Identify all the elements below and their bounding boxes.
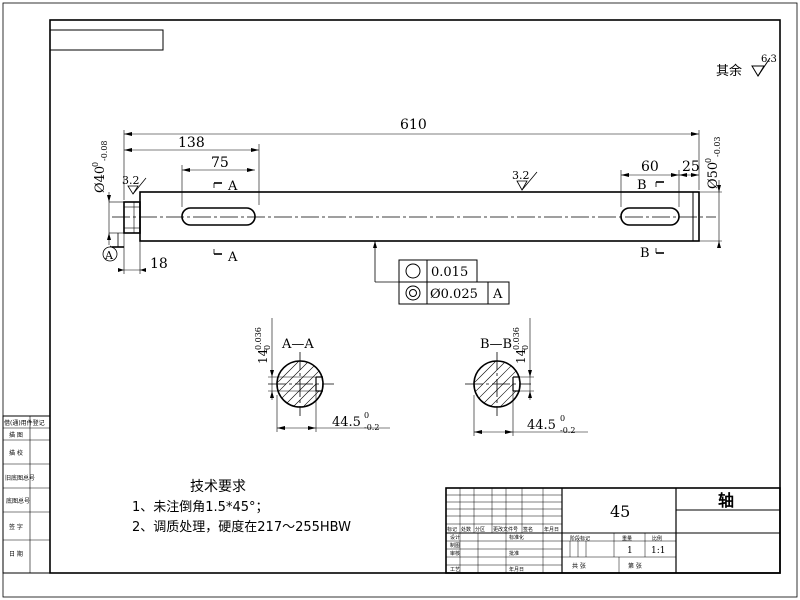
material-value: 45 [610, 502, 630, 521]
dim-keyway-left-length: 75 [211, 155, 229, 171]
dim-dia-right-tol: -0.03 [713, 136, 722, 157]
code-box [49, 29, 164, 51]
section-aa-depth: 44.5 [332, 415, 361, 430]
roughness-other-label: 其余 [716, 63, 742, 79]
section-a-bottom-label: A [227, 250, 238, 265]
svg-text:日 期: 日 期 [9, 550, 23, 558]
section-markers: A A B B [213, 178, 664, 265]
technical-requirements: 技术要求 1、未注倒角1.5*45°； 2、调质处理，硬度在217～255HBW [132, 479, 351, 535]
section-a-top-label: A [227, 179, 238, 194]
svg-text:审核: 审核 [450, 550, 460, 557]
svg-text:签名: 签名 [523, 526, 533, 533]
tech-req-item-1: 1、未注倒角1.5*45°； [132, 500, 269, 515]
svg-text:-0.2: -0.2 [364, 423, 379, 432]
datum-a: A [102, 233, 124, 262]
section-bb-depth: 44.5 [527, 418, 556, 433]
circularity-value: 0.015 [431, 265, 468, 280]
svg-text:0.036: 0.036 [254, 327, 263, 350]
svg-text:年月日: 年月日 [544, 526, 559, 533]
svg-text:0.036: 0.036 [512, 327, 521, 350]
coaxiality-datum: A [492, 287, 503, 302]
diameter-dimensions: Ø40 0 -0.08 Ø50 0 -0.03 [91, 136, 722, 248]
dim-dia-right: Ø50 [706, 162, 721, 189]
svg-text:设计: 设计 [450, 534, 460, 541]
section-aa-key-width: 14 [256, 348, 270, 364]
svg-text:处数: 处数 [461, 526, 471, 533]
svg-text:-0.2: -0.2 [560, 426, 575, 435]
svg-text:0: 0 [521, 345, 530, 350]
svg-text:年月日: 年月日 [509, 566, 524, 573]
roughness-left-value: 3.2 [122, 174, 140, 187]
section-bb-key-width: 14 [514, 348, 528, 364]
part-name: 轴 [718, 491, 734, 510]
section-aa-title: A—A [281, 337, 314, 352]
roughness-triangle-icon [751, 65, 765, 77]
svg-text:0: 0 [704, 158, 713, 163]
datum-circle-icon [102, 246, 118, 262]
svg-text:底图总号: 底图总号 [6, 497, 30, 505]
svg-text:标准化: 标准化 [509, 534, 524, 541]
dim-dia-left-tol: -0.08 [100, 140, 109, 161]
side-block: 借(通)用件登记 描 图 描 校 旧底图总号 底图总号 签 字 日 期 [2, 415, 51, 574]
svg-text:描 图: 描 图 [9, 431, 23, 439]
section-bb-title: B—B [480, 337, 512, 352]
tolerance-frame-coaxiality [398, 281, 510, 305]
roughness-mid-value: 3.2 [512, 169, 530, 182]
shaft-body [139, 191, 700, 242]
svg-text:批准: 批准 [509, 550, 519, 557]
roughness-marks: 3.2 3.2 [122, 169, 538, 195]
circularity-icon [405, 263, 421, 279]
shaft-left-end [123, 201, 141, 234]
svg-text:制图: 制图 [450, 542, 460, 549]
coaxiality-value: Ø0.025 [430, 287, 478, 302]
svg-text:0: 0 [560, 414, 565, 423]
dim-total-length: 610 [400, 117, 427, 133]
shaft-main-view [112, 191, 716, 242]
svg-text:更改文件号: 更改文件号 [493, 526, 518, 533]
section-b-top-label: B [637, 178, 647, 193]
coaxiality-icon [405, 285, 421, 301]
datum-label: A [104, 249, 114, 262]
roughness-left-icon [127, 185, 139, 195]
dim-shoulder-length: 138 [178, 135, 205, 151]
dim-keyway-right-offset: 25 [682, 159, 700, 175]
svg-text:签 字: 签 字 [9, 523, 23, 531]
svg-text:0: 0 [364, 411, 369, 420]
dim-left-end-length: 18 [150, 256, 168, 272]
keyway-right [620, 207, 680, 226]
inner-frame [49, 19, 781, 574]
section-aa-view: A—A 14 0.036 0 [254, 318, 390, 432]
svg-text:分区: 分区 [475, 526, 485, 533]
svg-text:共 张: 共 张 [572, 562, 586, 570]
weight-value: 1 [627, 546, 633, 556]
roughness-note: 其余 6.3 [716, 54, 777, 79]
dim-dia-left: Ø40 [93, 166, 108, 193]
scale-value: 1:1 [651, 546, 665, 556]
tolerance-frames: 0.015 Ø0.025 A [373, 241, 510, 305]
section-bb-view: B—B 14 0.036 0 [465, 318, 588, 436]
dim-keyway-right-length: 60 [641, 159, 659, 175]
title-block: 标记 处数 分区 更改文件号 签名 年月日 设计 标准化 制图 审核 批准 工艺… [445, 487, 781, 574]
svg-text:工艺: 工艺 [450, 567, 460, 573]
svg-text:标记: 标记 [447, 526, 457, 533]
tech-req-title: 技术要求 [190, 479, 246, 495]
keyway-left [181, 207, 256, 226]
tech-req-item-2: 2、调质处理，硬度在217～255HBW [132, 519, 351, 535]
svg-text:阶段标记: 阶段标记 [570, 535, 590, 542]
svg-text:第 张: 第 张 [628, 562, 642, 570]
roughness-other-value: 6.3 [761, 54, 777, 65]
svg-text:旧底图总号: 旧底图总号 [5, 474, 35, 482]
svg-text:0: 0 [91, 162, 100, 167]
roughness-mid-icon [516, 180, 528, 191]
svg-text:比例: 比例 [652, 535, 662, 542]
length-dimensions: 610 138 75 60 25 18 [118, 117, 700, 274]
section-b-bottom-label: B [640, 246, 650, 261]
svg-text:0: 0 [263, 345, 272, 350]
side-reg-label: 借(通)用件登记 [4, 419, 45, 427]
svg-text:描 校: 描 校 [9, 449, 23, 457]
svg-text:重量: 重量 [622, 535, 632, 542]
